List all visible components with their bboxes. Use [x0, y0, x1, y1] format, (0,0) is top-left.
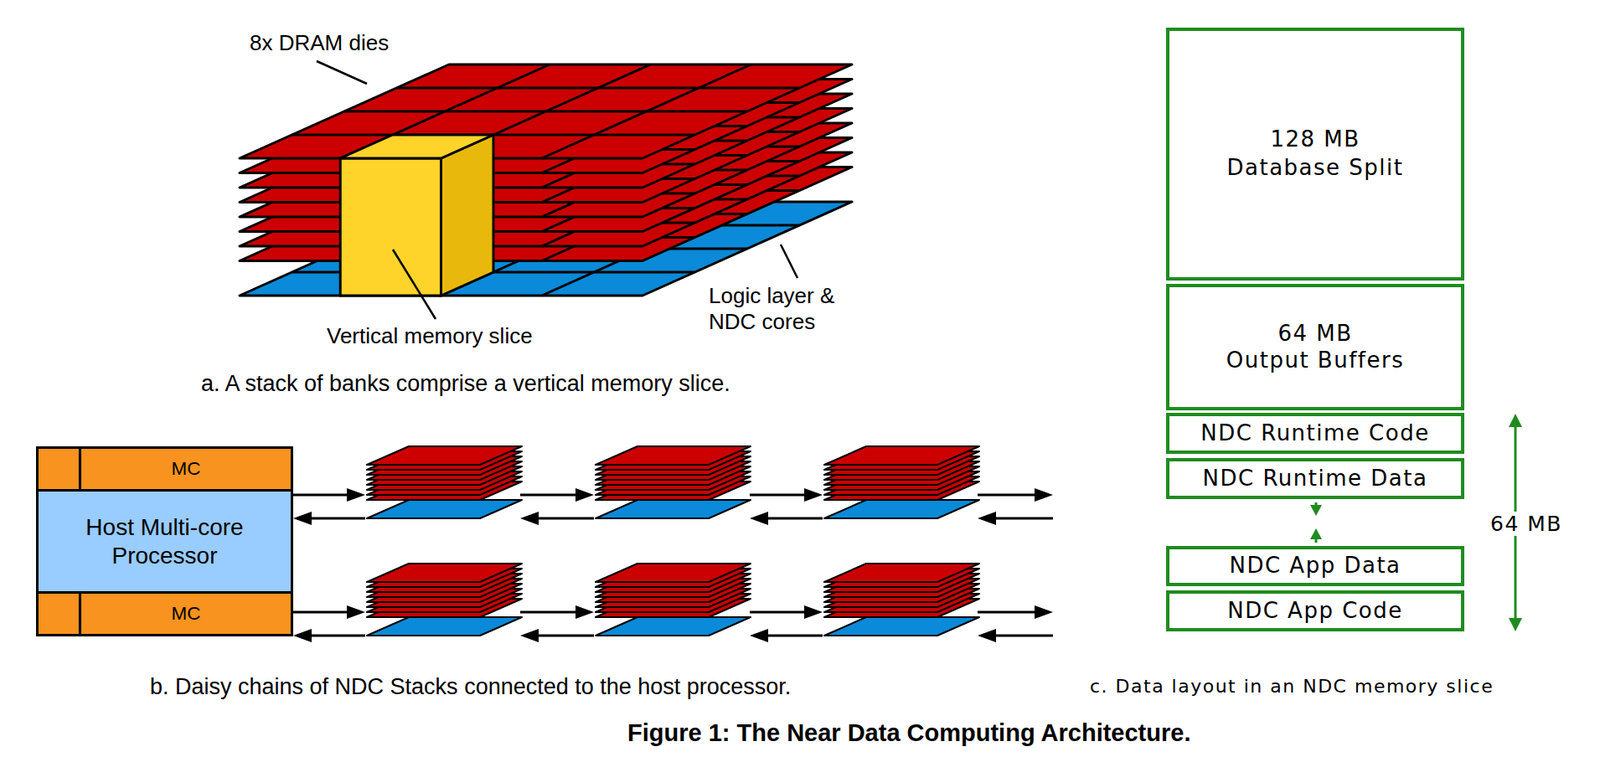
slice-side: [441, 134, 495, 296]
slice-top: [340, 134, 494, 159]
leader-line: [316, 61, 367, 84]
panel-caption: b. Daisy chains of NDC Stacks connected …: [149, 673, 791, 701]
panel-caption: a. A stack of banks comprise a vertical …: [201, 370, 731, 398]
span-arrow-head: [1508, 413, 1523, 428]
link-arrow-in: [533, 517, 594, 521]
node-text: MC: [85, 458, 287, 480]
link-arrow-in-head: [520, 629, 539, 643]
leader-line: [780, 244, 798, 279]
link-arrow-in-head: [520, 511, 539, 526]
slice-front: [340, 158, 441, 296]
link-arrow-out-head: [1034, 605, 1053, 620]
link-arrow-out: [749, 611, 810, 615]
stack-dram-die: [824, 563, 980, 583]
stack-dram-die: [595, 563, 751, 583]
node-text: NDC App Data: [1228, 553, 1401, 579]
memory-region-box: NDC Runtime Code: [1166, 412, 1465, 455]
stack-logic-layer: [595, 617, 751, 636]
link-arrow-in: [990, 634, 1053, 638]
host-processor-box: Host Multi-core ProcessorMCMCMCMC: [36, 446, 294, 637]
link-arrow-in-head: [293, 629, 312, 643]
link-arrow-in: [763, 634, 823, 638]
node-text: 128 MB: [1269, 127, 1360, 153]
growth-arrow-head: [1310, 505, 1322, 517]
link-arrow-out: [520, 611, 581, 615]
bank-grid-line: [344, 110, 748, 114]
part-label: 8x DRAM dies: [249, 30, 389, 57]
link-arrow-in: [763, 517, 823, 521]
link-arrow-in: [306, 634, 366, 638]
link-arrow-in-head: [293, 511, 312, 526]
stack-dram-die: [366, 563, 522, 583]
link-arrow-in-head: [749, 629, 769, 643]
bank-grid-line: [541, 64, 752, 159]
dram-die: [239, 64, 852, 159]
stack-logic-layer: [824, 617, 980, 636]
figure-caption: Figure 1: The Near Data Computing Archit…: [627, 719, 1191, 748]
memory-region-box: NDC App Data: [1166, 546, 1465, 587]
node-text: Host Multi-core Processor: [64, 513, 266, 570]
node-text: NDC App Code: [1227, 598, 1404, 625]
link-arrow-out-head: [804, 605, 823, 620]
memory-region-box: NDC Runtime Data: [1166, 458, 1465, 500]
part-label: Vertical memory slice: [326, 323, 533, 350]
link-arrow-out-head: [804, 488, 823, 502]
link-arrow-out: [293, 611, 352, 615]
link-arrow-out-head: [575, 488, 594, 502]
node-text: Database Split: [1227, 155, 1404, 181]
node-text: 64 MB: [1277, 321, 1353, 347]
link-arrow-in: [306, 517, 366, 521]
memory-controller-box: MC: [78, 591, 294, 637]
part-label: Logic layer & NDC cores: [708, 283, 868, 336]
link-arrow-in: [533, 634, 594, 638]
link-arrow-out-head: [1034, 488, 1053, 502]
link-arrow-in-head: [749, 511, 769, 526]
node-text: Output Buffers: [1226, 348, 1404, 374]
stack-logic-layer: [824, 500, 980, 519]
link-arrow-out-head: [346, 605, 366, 620]
stack-dram-die: [824, 446, 980, 465]
growth-arrow-head: [1310, 528, 1322, 540]
link-arrow-out-head: [346, 488, 366, 502]
node-text: MC: [85, 603, 287, 625]
leader-line: [392, 249, 436, 320]
stack-logic-layer: [595, 500, 751, 519]
node-text: NDC Runtime Code: [1200, 421, 1430, 447]
link-arrow-out: [293, 494, 352, 497]
memory-region-box: NDC App Code: [1166, 590, 1465, 632]
stack-logic-layer: [366, 617, 522, 636]
stack-logic-layer: [366, 500, 522, 519]
bank-grid-line: [397, 87, 800, 90]
node-text: NDC Runtime Data: [1202, 466, 1429, 492]
link-arrow-in-head: [977, 511, 997, 526]
link-arrow-out: [520, 494, 581, 497]
link-arrow-out: [749, 494, 810, 497]
link-arrow-out: [977, 611, 1040, 615]
memory-region-box: 128 MBDatabase Split: [1166, 27, 1465, 281]
link-arrow-out: [977, 494, 1040, 497]
stack-dram-die: [595, 446, 751, 465]
size-label: 64 MB: [1487, 511, 1565, 537]
link-arrow-in: [990, 517, 1053, 521]
span-arrow-head: [1508, 618, 1523, 632]
link-arrow-in-head: [977, 629, 997, 643]
link-arrow-out-head: [575, 605, 594, 620]
stack-dram-die: [366, 446, 522, 465]
panel-caption: c. Data layout in an NDC memory slice: [1089, 676, 1494, 697]
memory-controller-box: MC: [78, 446, 294, 492]
memory-region-box: 64 MBOutput Buffers: [1166, 283, 1465, 411]
